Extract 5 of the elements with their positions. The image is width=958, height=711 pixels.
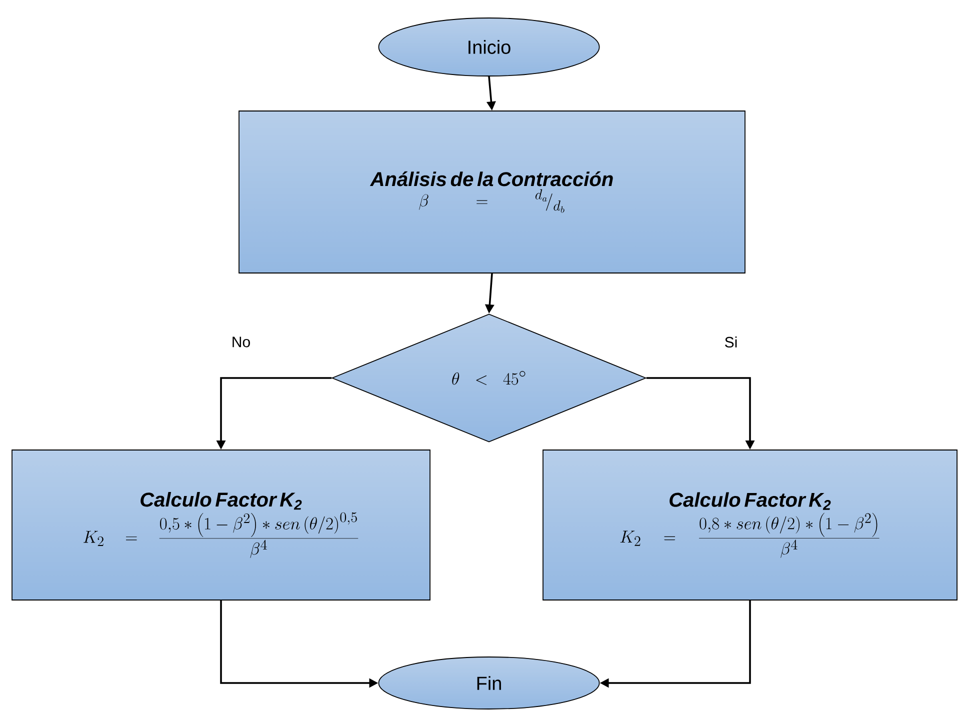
edge-label: Si <box>723 335 739 348</box>
process-box: Calculo Factor K$_{2}$ $K_2 = \frac{0{,}8 \ast sen\left(\theta/2\right) \ast \left(1-\beta^2\right)}{\beta^4}$ <box>542 450 958 600</box>
process-box: Análisis de la Contracción $\beta = {}^{d_a}\!/_{d_b}$ <box>238 110 746 274</box>
edge-label: No <box>230 336 252 348</box>
process-box: Calculo Factor K$_{2}$ $K_2 = \frac{0{,}5 \ast \left(1-\beta^2\right) \ast sen\left(\theta/2\right)^{0{,}5}}{\beta^4}$ <box>12 450 430 600</box>
